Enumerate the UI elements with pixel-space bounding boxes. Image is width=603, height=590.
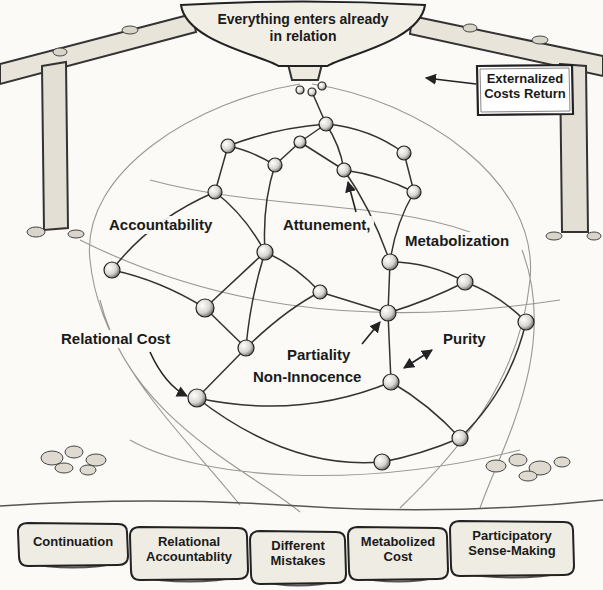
top-left-beam xyxy=(0,14,196,84)
pointer-arrow xyxy=(426,78,476,84)
left-post xyxy=(42,62,68,230)
stone-block: Participatory Sense-Making xyxy=(450,520,574,576)
node-text: Different Mistakes xyxy=(257,538,339,569)
stone-block: Continuation xyxy=(18,522,128,566)
stone-block: Metabolized Cost xyxy=(348,526,448,580)
funnel-shape xyxy=(181,2,425,67)
funnel-bowl: Everything enters already in relation xyxy=(180,2,426,66)
stone-shape xyxy=(348,527,448,580)
node-text: Externalized Costs Return xyxy=(483,71,567,102)
concept-label: Partiality xyxy=(284,346,353,364)
concept-label: Purity xyxy=(440,330,489,348)
pebbles xyxy=(41,446,570,481)
network-beads xyxy=(104,82,534,470)
node-text: Continuation xyxy=(26,534,120,549)
stone-shape xyxy=(130,527,248,580)
stone-block: Different Mistakes xyxy=(250,530,346,584)
ground-line xyxy=(0,500,603,510)
pointer-arrow xyxy=(348,182,356,212)
pointer-arrow xyxy=(404,350,432,368)
sign-shape xyxy=(477,65,573,115)
stone-block: Relational Accountablity xyxy=(130,526,248,580)
node-text: Participatory Sense-Making xyxy=(457,528,567,559)
sign-box: Externalized Costs Return xyxy=(476,64,574,116)
concept-label: Metabolization xyxy=(402,232,512,250)
network-lines xyxy=(112,92,526,463)
concept-label: Relational Cost xyxy=(58,330,173,348)
stone-shape xyxy=(450,521,574,576)
sign-inner-line xyxy=(480,68,570,112)
stone-shape xyxy=(250,531,346,584)
concept-label: Accountability xyxy=(106,216,215,234)
concept-label: Attunement, xyxy=(280,216,374,234)
pointer-arrow xyxy=(362,322,380,344)
swirl-lines xyxy=(80,84,560,512)
stone-shape xyxy=(18,523,128,566)
concept-label: Non-Innocence xyxy=(250,368,364,386)
pointer-arrow xyxy=(150,352,187,396)
node-text: Everything enters already in relation xyxy=(214,11,392,44)
node-text: Metabolized Cost xyxy=(354,534,442,565)
node-text: Relational Accountablity xyxy=(137,534,241,565)
